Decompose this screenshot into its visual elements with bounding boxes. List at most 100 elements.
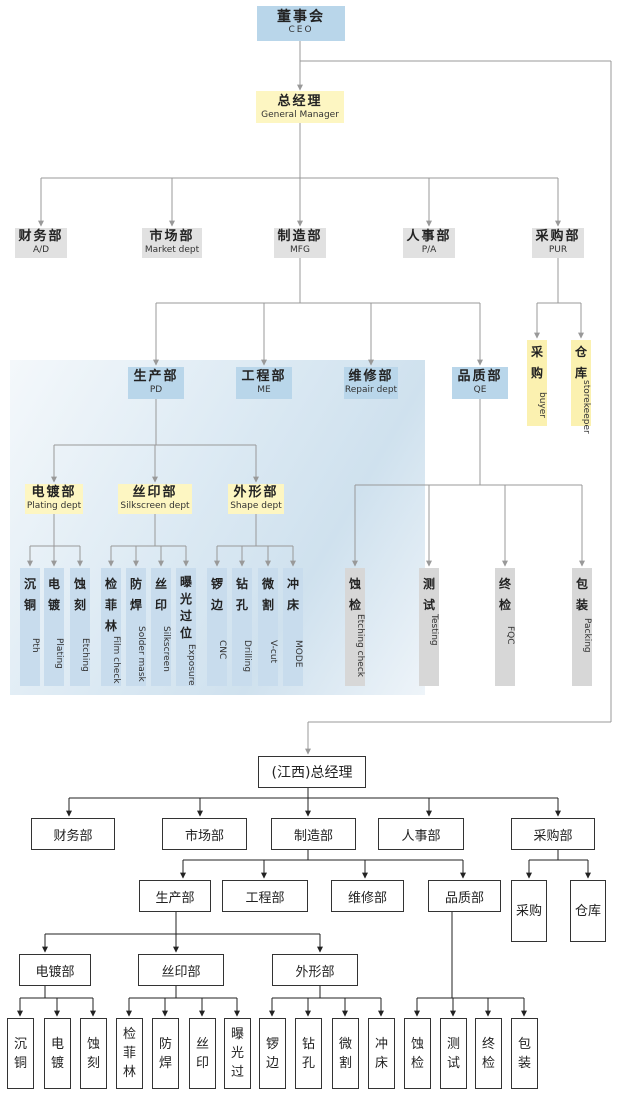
proc-packing-zh: 包装: [575, 577, 588, 612]
pur-storekeeper: 仓库 storekeeper: [571, 340, 591, 434]
proc-etching-zh: 蚀刻: [73, 577, 86, 612]
jx-proc-vcut: 微割: [332, 1018, 359, 1089]
jx-proc-exposure: 曝光过: [224, 1018, 251, 1089]
pur-storekeeper-zh: 仓库: [574, 345, 587, 380]
board-zh: 董事会: [277, 9, 325, 25]
proc-film-check: 检菲林 Film check: [101, 568, 121, 686]
dept-purchase-en: PUR: [548, 245, 568, 255]
dept-finance: 财务部 A/D: [15, 228, 67, 258]
proc-mode-zh: 冲床: [286, 577, 299, 612]
pd-shape-zh: 外形部: [233, 485, 279, 500]
proc-pth: 沉铜 Pth: [20, 568, 40, 686]
dept-mfg-en: MFG: [290, 245, 310, 255]
jx-sub-quality: 品质部: [428, 880, 501, 912]
proc-vcut: 微割 V-cut: [258, 568, 278, 686]
proc-pth-zh: 沉铜: [23, 577, 36, 612]
proc-silkscreen-zh: 丝印: [154, 577, 167, 612]
proc-fqc-zh: 终检: [498, 577, 511, 612]
sub-quality-zh: 品质部: [457, 369, 503, 384]
dept-mfg-zh: 制造部: [277, 229, 323, 244]
pd-silkscreen-en: Silkscreen dept: [120, 501, 190, 511]
proc-plating-zh: 电镀: [47, 577, 60, 612]
sub-quality-en: QE: [473, 385, 487, 395]
dept-hr-zh: 人事部: [406, 229, 452, 244]
sub-production-en: PD: [149, 385, 163, 395]
dept-hr-en: P/A: [421, 245, 437, 255]
pur-storekeeper-en: storekeeper: [581, 380, 591, 434]
pd-shape-en: Shape dept: [230, 501, 282, 511]
dept-purchase: 采购部 PUR: [532, 228, 584, 258]
sub-repair-zh: 维修部: [348, 369, 394, 384]
jx-sub-production: 生产部: [139, 880, 211, 912]
jx-proc-solder-mask: 防焊: [152, 1018, 179, 1089]
pur-buyer-zh: 采购: [530, 345, 543, 380]
proc-testing-zh: 测试: [422, 577, 435, 612]
jx-proc-pth: 沉铜: [7, 1018, 34, 1089]
sub-production: 生产部 PD: [128, 367, 184, 399]
jx-gm-box: (江西)总经理: [258, 756, 366, 788]
jx-proc-packing: 包装: [511, 1018, 538, 1089]
jx-proc-etching: 蚀刻: [80, 1018, 107, 1089]
pd-plating-zh: 电镀部: [31, 485, 77, 500]
proc-solder-mask-zh: 防焊: [129, 577, 142, 612]
proc-etching: 蚀刻 Etching: [70, 568, 90, 686]
jx-pur-buyer: 采购: [511, 880, 547, 942]
pd-plating: 电镀部 Plating dept: [25, 484, 83, 514]
sub-production-zh: 生产部: [133, 369, 179, 384]
pd-shape: 外形部 Shape dept: [228, 484, 284, 514]
dept-mfg: 制造部 MFG: [274, 228, 326, 258]
dept-purchase-zh: 采购部: [535, 229, 581, 244]
pur-buyer: 采购 buyer: [527, 340, 547, 426]
gm-en: General Manager: [261, 110, 339, 120]
proc-cnc-zh: 锣边: [210, 577, 223, 612]
proc-exposure-en: Exposure: [186, 644, 196, 686]
proc-etching-check-en: Etching check: [355, 614, 365, 677]
pd-plating-en: Plating dept: [26, 501, 82, 511]
dept-hr: 人事部 P/A: [403, 228, 455, 258]
proc-silkscreen-en: Silkscreen: [161, 626, 171, 672]
dept-market: 市场部 Market dept: [142, 228, 202, 258]
proc-fqc-en: FQC: [505, 626, 515, 645]
jx-pd-plating: 电镀部: [19, 954, 91, 986]
pd-silkscreen: 丝印部 Silkscreen dept: [118, 484, 192, 514]
proc-solder-mask: 防焊 Solder mask: [126, 568, 146, 686]
dept-finance-zh: 财务部: [18, 229, 64, 244]
jx-dept-finance: 财务部: [31, 818, 115, 850]
jx-sub-repair: 维修部: [331, 880, 404, 912]
jx-proc-silkscreen: 丝印: [189, 1018, 216, 1089]
dept-finance-en: A/D: [32, 245, 50, 255]
proc-mode: 冲床 MODE: [283, 568, 303, 686]
jx-pd-silkscreen: 丝印部: [138, 954, 224, 986]
sub-engineering: 工程部 ME: [236, 367, 292, 399]
proc-exposure: 曝光过位 Exposure: [176, 568, 196, 686]
board-box: 董事会 CEO: [257, 6, 345, 41]
sub-engineering-en: ME: [257, 385, 271, 395]
jx-pur-storekeeper: 仓库: [570, 880, 606, 942]
proc-film-check-en: Film check: [111, 636, 121, 684]
board-en: CEO: [288, 25, 314, 35]
jx-pd-shape: 外形部: [272, 954, 358, 986]
sub-quality: 品质部 QE: [452, 367, 508, 399]
proc-cnc: 锣边 CNC: [207, 568, 227, 686]
pur-buyer-en: buyer: [537, 392, 547, 418]
proc-plating-en: Plating: [54, 638, 64, 669]
sub-repair-en: Repair dept: [344, 385, 398, 395]
sub-repair: 维修部 Repair dept: [344, 367, 398, 399]
proc-etching-check-zh: 蚀检: [348, 577, 361, 612]
dept-market-zh: 市场部: [149, 229, 195, 244]
jx-proc-cnc: 锣边: [259, 1018, 286, 1089]
proc-packing: 包装 Packing: [572, 568, 592, 686]
proc-etching-check: 蚀检 Etching check: [345, 568, 365, 686]
dept-market-en: Market dept: [144, 245, 200, 255]
jx-proc-fqc: 终检: [475, 1018, 502, 1089]
proc-vcut-zh: 微割: [261, 577, 274, 612]
proc-packing-en: Packing: [582, 618, 592, 653]
jx-sub-engineering: 工程部: [222, 880, 308, 912]
jx-proc-film-check: 检菲林: [116, 1018, 143, 1089]
proc-pth-en: Pth: [30, 638, 40, 653]
jx-proc-etching-check: 蚀检: [404, 1018, 431, 1089]
gm-zh: 总经理: [277, 94, 323, 109]
proc-drilling-en: Drilling: [242, 640, 252, 673]
